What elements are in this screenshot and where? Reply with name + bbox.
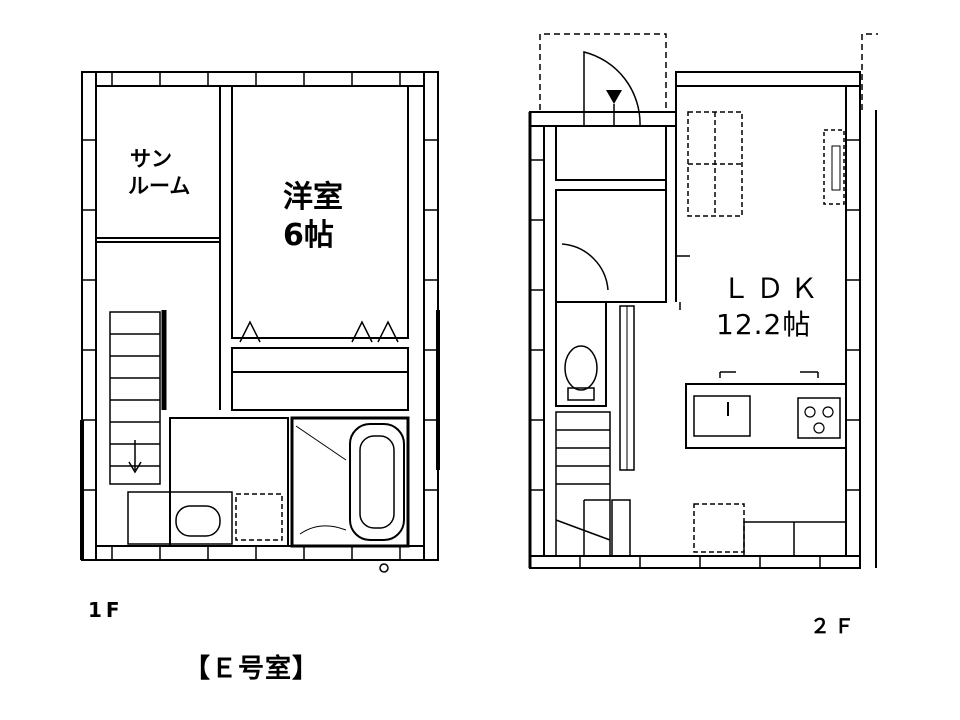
bathroom-door-swing (295, 425, 347, 461)
toilet-door-swing (561, 243, 609, 291)
sunroom-label-line1: サン (130, 147, 172, 171)
wall-fixture (823, 129, 845, 205)
balcony-outlines (539, 33, 878, 110)
fridge-space (687, 111, 743, 217)
dining-space (693, 503, 745, 553)
bathroom-walls (290, 416, 410, 548)
ldk-label-line2: 12.2帖 (716, 308, 812, 341)
floor2-plan (528, 33, 878, 569)
floor1-stairs (109, 310, 167, 485)
sunroom-label-line2: ルーム (128, 174, 191, 198)
kitchen-sink (693, 395, 751, 437)
washroom-walls (169, 417, 289, 547)
ldk-label-line1: ＬＤＫ (722, 272, 825, 305)
cabinet (743, 521, 847, 557)
washer-space (235, 493, 283, 541)
storage-room (555, 125, 667, 181)
western-room-label-line1: 洋室 (283, 180, 343, 215)
balcony-door-swing (583, 51, 641, 127)
kitchen-counter (685, 383, 847, 449)
toilet-room (555, 301, 607, 407)
unit-label: 【Ｅ号室】 (184, 654, 320, 684)
floor2-label: ２Ｆ (810, 614, 858, 638)
closet (231, 347, 409, 411)
gas-stove (797, 397, 841, 439)
floor1-label: 1F (88, 598, 124, 622)
floor2-wall-marks (530, 139, 860, 568)
closet-door-marks (239, 320, 261, 343)
floor1-plan (80, 71, 440, 573)
western-room-label-line2: 6帖 (283, 218, 334, 253)
bathtub (349, 423, 405, 541)
floor1-wall-marks (82, 72, 438, 560)
western-room-walls (231, 85, 409, 339)
toilet (564, 345, 598, 391)
washbasin (127, 491, 233, 545)
floor2-stairs (555, 411, 631, 557)
